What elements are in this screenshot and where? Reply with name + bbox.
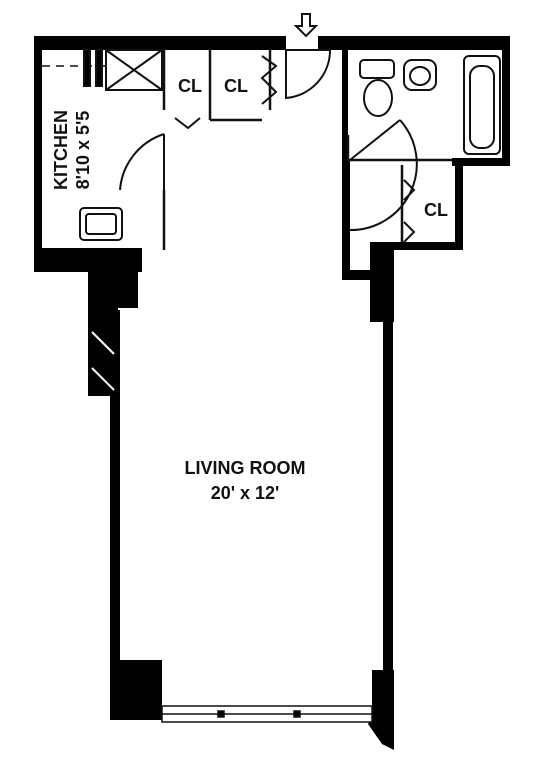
kitchen-fixtures [79,49,163,241]
bathroom-fixtures [359,55,501,155]
entry-arrow-icon [293,13,319,38]
closet-label: CL [178,76,202,96]
window [161,705,373,723]
kitchen-label: KITCHEN 8'10 x 5'5 [50,110,94,190]
left-wall-windows [91,331,115,391]
kitchen-dimensions: 8'10 x 5'5 [73,110,93,190]
closet-label: CL [424,200,448,220]
living-room-name: LIVING ROOM [184,458,306,478]
closet-label: CL [224,76,248,96]
toilet-icon [363,79,393,117]
doors [119,49,418,243]
kitchen-name: KITCHEN [51,110,71,190]
exterior-walls [34,36,510,750]
living-room-dimensions: 20' x 12' [210,483,280,503]
